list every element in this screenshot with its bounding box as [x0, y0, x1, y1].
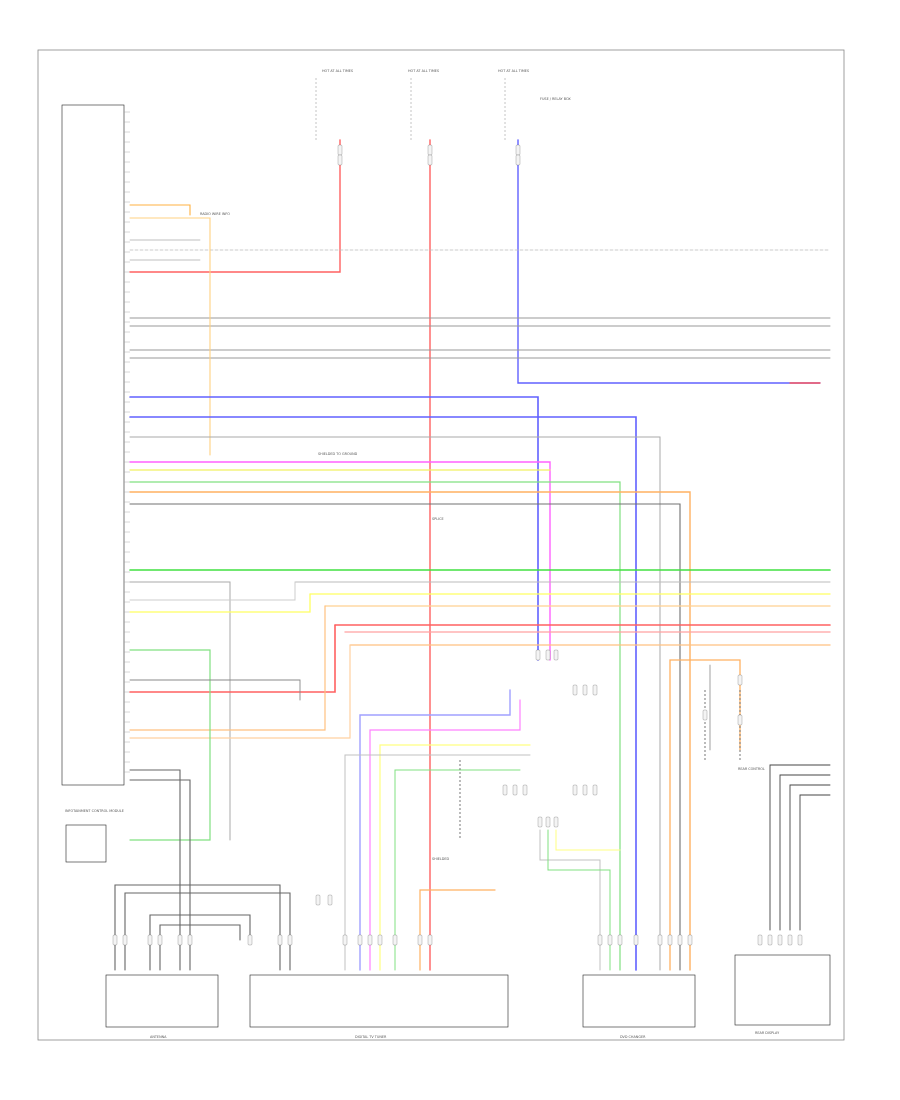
inline-connector [777, 934, 783, 946]
inline-connector [607, 934, 613, 946]
inline-connector [592, 684, 598, 696]
inline-connector [427, 154, 433, 166]
inline-connector [553, 649, 559, 661]
note-1: RADIO WIRE INFO [200, 212, 230, 216]
inline-connector [315, 894, 321, 906]
inline-connector [337, 144, 343, 156]
rear-display-label: REAR DISPLAY [755, 1031, 780, 1035]
fuse-label-2: HOT AT ALL TIMES [408, 69, 439, 73]
inline-connector [657, 934, 663, 946]
inline-connector [617, 934, 623, 946]
inline-connector [277, 934, 283, 946]
inline-connector [342, 934, 348, 946]
head-unit-pins [124, 111, 130, 773]
inline-connector [553, 816, 559, 828]
inline-connector [545, 649, 551, 661]
inline-connector [515, 144, 521, 156]
fuse-label-3: HOT AT ALL TIMES [498, 69, 529, 73]
head-unit-box [61, 104, 125, 786]
inline-connector [177, 934, 183, 946]
head-unit-label: INFOTAINMENT CONTROL MODULE [65, 809, 124, 813]
inline-connector [757, 934, 763, 946]
inline-connector [592, 784, 598, 796]
digital-tv-tuner-label: DIGITAL TV TUNER [355, 1035, 387, 1039]
digital-tv-tuner-box [249, 974, 509, 1028]
wires [114, 139, 831, 971]
inline-connector [572, 784, 578, 796]
inline-connector [512, 784, 518, 796]
inline-connector [427, 934, 433, 946]
rear-display-box [734, 954, 831, 1026]
dvd-changer-label: DVD CHANGER [620, 1035, 646, 1039]
inline-connector [687, 934, 693, 946]
inline-connector [667, 934, 673, 946]
inline-connector [367, 934, 373, 946]
inline-connector [122, 934, 128, 946]
inline-connector [582, 684, 588, 696]
inline-connector [427, 144, 433, 156]
inline-connector [247, 934, 253, 946]
inline-connector [545, 816, 551, 828]
note-5: REAR CONTROL [738, 767, 765, 771]
splice-marks [459, 690, 741, 840]
fuse-note: FUSE / RELAY BOX [540, 97, 571, 101]
inline-connector [737, 674, 743, 686]
inline-connector [535, 649, 541, 661]
note-4: SHIELDED [432, 857, 449, 861]
inline-connector [537, 816, 543, 828]
inline-connector [502, 784, 508, 796]
wire-blue-1 [517, 139, 821, 384]
inline-connector [147, 934, 153, 946]
inline-connector [582, 784, 588, 796]
inline-connector [522, 784, 528, 796]
inline-connector [157, 934, 163, 946]
inline-connector [287, 934, 293, 946]
inline-connector [767, 934, 773, 946]
inline-connector [417, 934, 423, 946]
inline-connector [702, 709, 708, 721]
inline-connector [677, 934, 683, 946]
inline-connector [515, 154, 521, 166]
inline-connector [572, 684, 578, 696]
inline-connector [112, 934, 118, 946]
inline-connector [377, 934, 383, 946]
inline-connector [392, 934, 398, 946]
fuse-label-1: HOT AT ALL TIMES [322, 69, 353, 73]
dvd-changer-box [582, 974, 696, 1028]
note-3: SPLICE [432, 517, 444, 521]
inline-connector [797, 934, 803, 946]
inline-connector [787, 934, 793, 946]
antenna-box [105, 974, 219, 1028]
inline-connector [187, 934, 193, 946]
inline-connector [633, 934, 639, 946]
diagram-frame [37, 49, 845, 1041]
note-2: SHIELDED TO GROUND [318, 452, 358, 456]
inline-connector [337, 154, 343, 166]
wire-red-1 [129, 139, 341, 273]
fuse-block: HOT AT ALL TIMES HOT AT ALL TIMES HOT AT… [315, 69, 571, 140]
inline-connector [357, 934, 363, 946]
inline-connectors [112, 144, 803, 946]
inline-connector [597, 934, 603, 946]
inline-connector [737, 714, 743, 726]
small-module-box [65, 824, 107, 863]
inline-connector [327, 894, 333, 906]
antenna-label: ANTENNA [150, 1035, 167, 1039]
